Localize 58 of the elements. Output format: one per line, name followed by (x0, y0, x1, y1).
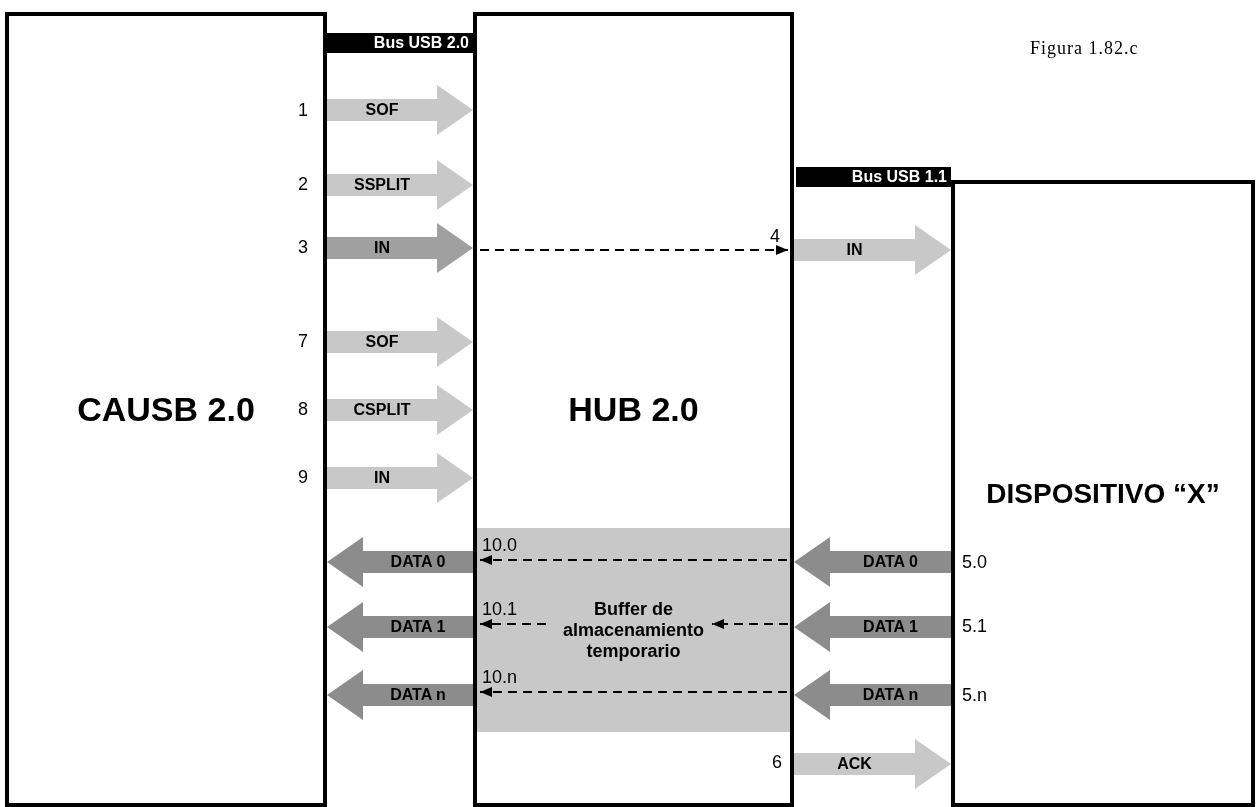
block-arrow (794, 670, 951, 720)
step-number: 4 (770, 226, 780, 247)
step-number: 2 (298, 174, 308, 195)
buffer-label: Buffer de almacenamiento temporario (561, 598, 706, 662)
step-number: 10.1 (482, 599, 518, 620)
edge-label: DATA n (862, 686, 919, 704)
step-number: 10.n (482, 667, 518, 688)
block-arrow (327, 537, 473, 587)
dashed-arrow (479, 245, 789, 255)
step-number: 3 (298, 237, 308, 258)
bus-label: Bus USB 1.1 (796, 167, 951, 187)
dashed-arrow (479, 555, 788, 565)
edge-label: SOF (365, 333, 399, 351)
step-number: 1 (298, 100, 308, 121)
edge-label: DATA 0 (863, 553, 918, 571)
block-arrow (794, 225, 951, 275)
block-arrow (794, 602, 951, 652)
block-arrow (327, 385, 473, 435)
buffer-area (477, 528, 790, 732)
edge-label: DATA 1 (863, 618, 918, 636)
figure-caption: Figura 1.82.c (1030, 38, 1139, 59)
block-arrow (327, 670, 473, 720)
block-arrow (327, 223, 473, 273)
block-arrow (327, 602, 473, 652)
edge-label: ACK (837, 755, 872, 773)
edge-label: DATA n (390, 686, 446, 704)
dashed-arrow (711, 619, 789, 629)
edge-label: DATA 1 (390, 618, 446, 636)
block-title: DISPOSITIVO “X” (986, 477, 1220, 510)
edge-label: DATA 0 (390, 553, 446, 571)
step-number: 5.n (962, 685, 988, 706)
block-arrow (794, 537, 951, 587)
step-number: 5.0 (962, 552, 988, 573)
step-number: 7 (298, 331, 308, 352)
block-arrow (327, 85, 473, 135)
edge-label: IN (374, 469, 390, 487)
block-title: CAUSB 2.0 (77, 390, 255, 429)
block-title: HUB 2.0 (568, 390, 699, 429)
step-number: 5.1 (962, 616, 988, 637)
step-number: 6 (772, 752, 782, 773)
edge-label: SOF (365, 101, 399, 119)
edge-label: IN (846, 241, 863, 259)
dashed-arrow (479, 687, 788, 697)
step-number: 8 (298, 399, 308, 420)
block-box (951, 180, 1255, 807)
block-arrow (794, 739, 951, 789)
dashed-arrow (479, 619, 547, 629)
block-box (473, 12, 794, 807)
block-box (5, 12, 327, 807)
edge-label: IN (374, 239, 390, 257)
edge-label: CSPLIT (353, 401, 411, 419)
step-number: 9 (298, 467, 308, 488)
bus-label: Bus USB 2.0 (327, 33, 473, 53)
step-number: 10.0 (482, 535, 518, 556)
block-arrow (327, 160, 473, 210)
edge-label: SSPLIT (354, 176, 410, 194)
block-arrow (327, 317, 473, 367)
block-arrow (327, 453, 473, 503)
